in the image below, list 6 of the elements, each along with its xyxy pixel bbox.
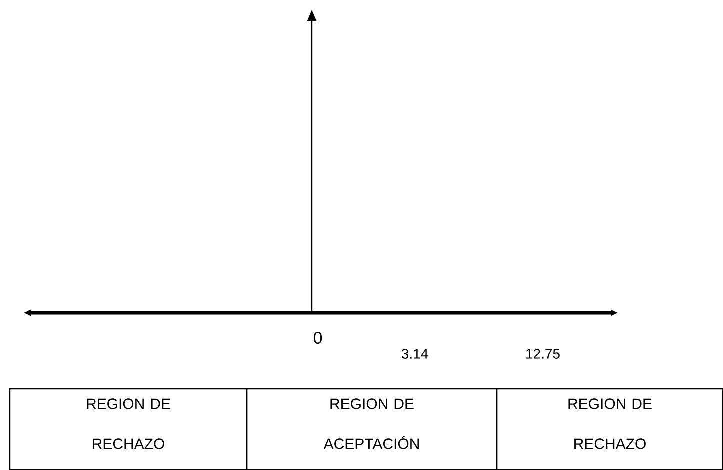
table-cell: REGION DE RECHAZO [9, 388, 248, 470]
tick-label: 3.14 [402, 349, 428, 359]
tick-label: 12.75 [526, 349, 560, 359]
tick-label: 0 [314, 332, 322, 344]
table-cell: REGION DE ACEPTACIÓN [246, 388, 498, 470]
table-cell: REGION DE RECHAZO [496, 388, 723, 470]
